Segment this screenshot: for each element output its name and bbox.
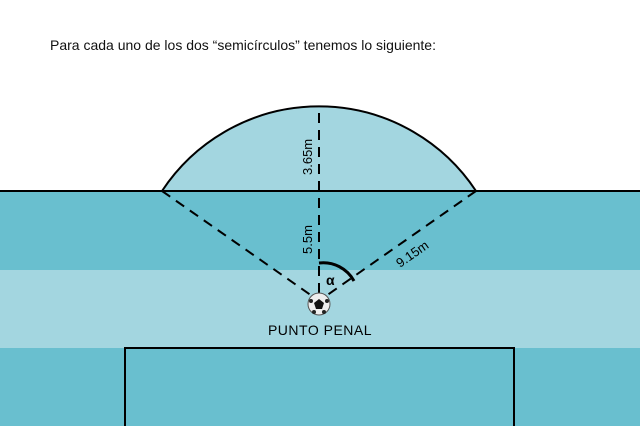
arc-height-label: 3.65m <box>300 139 315 175</box>
left-radius-line <box>161 190 313 297</box>
angle-label: α <box>326 272 335 288</box>
depth-label: 5.5m <box>300 225 315 254</box>
goal-area-box <box>124 347 515 426</box>
caption: Para cada uno de los dos “semicírculos” … <box>50 37 436 53</box>
soccer-ball-icon <box>307 292 331 316</box>
right-radius-line <box>325 190 477 297</box>
penalty-spot-label: PUNTO PENAL <box>268 322 372 338</box>
angle-arc <box>318 261 356 282</box>
band-dark-bottom <box>0 348 640 426</box>
